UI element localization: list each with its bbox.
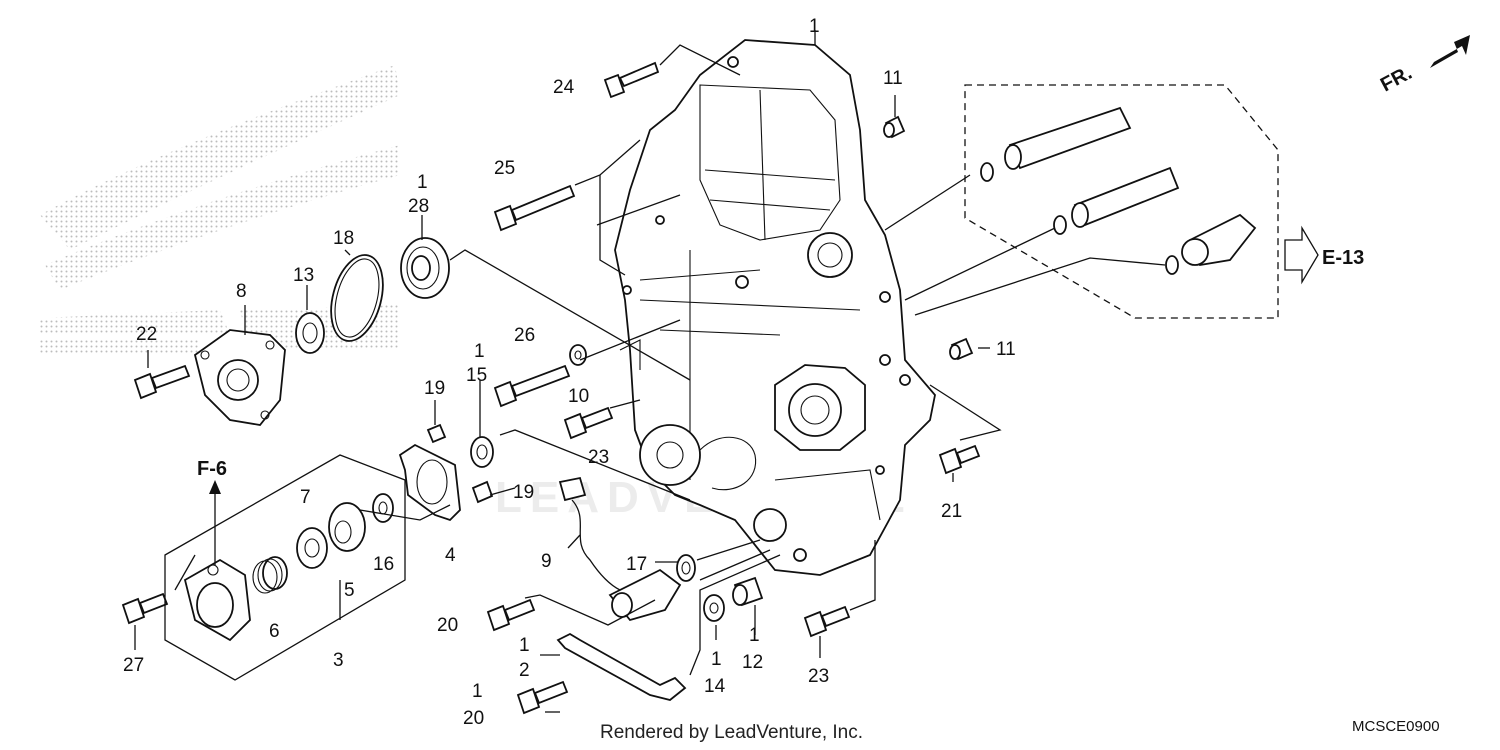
dowel-19-upper: [426, 423, 447, 444]
callout-6[interactable]: 6: [269, 621, 280, 642]
callout-14[interactable]: 14: [704, 676, 726, 697]
callout-1-bearing[interactable]: 1: [417, 172, 428, 193]
callout-23-lower[interactable]: 23: [808, 666, 829, 687]
callout-23-upper[interactable]: 23: [588, 447, 609, 468]
callout-9[interactable]: 9: [541, 551, 552, 572]
leader-lines: [134, 30, 1002, 713]
sensor-9: [558, 476, 682, 622]
bolt-20-lower: [516, 680, 569, 715]
bolt-27: [121, 592, 169, 625]
callout-1-bearing14[interactable]: 1: [711, 649, 722, 670]
bolt-21: [938, 444, 981, 475]
callout-4[interactable]: 4: [445, 545, 456, 566]
callout-21[interactable]: 21: [941, 501, 962, 522]
callout-20-lower[interactable]: 20: [463, 708, 484, 729]
callout-1-bushing[interactable]: 1: [749, 625, 760, 646]
callout-16[interactable]: 16: [373, 554, 394, 575]
dowel-11-lower: [949, 337, 974, 361]
callout-19-lower[interactable]: 19: [513, 482, 534, 503]
callout-12[interactable]: 12: [742, 652, 763, 673]
callout-17[interactable]: 17: [626, 554, 647, 575]
callout-8[interactable]: 8: [236, 281, 247, 302]
callout-10[interactable]: 10: [568, 386, 589, 407]
e13-group-box: [964, 84, 1279, 319]
e13-arrow-icon: [1284, 225, 1319, 285]
callout-19-upper[interactable]: 19: [424, 378, 445, 399]
front-label: FR.: [1377, 62, 1416, 97]
seal-17: [676, 554, 696, 582]
bolt-20-upper: [486, 598, 536, 632]
callout-11-lower[interactable]: 11: [996, 339, 1016, 360]
gasket-4: [398, 443, 461, 522]
callout-11-upper[interactable]: 11: [883, 68, 903, 89]
callout-28[interactable]: 28: [408, 196, 429, 217]
e13-shafts: [980, 106, 1257, 275]
dowel-11-upper: [883, 115, 906, 139]
dowel-19-lower: [471, 480, 494, 504]
diagram-code: MCSCE0900: [1352, 718, 1440, 735]
callout-2[interactable]: 2: [519, 660, 530, 681]
callout-20-upper[interactable]: 20: [437, 615, 458, 636]
bearing-14: [703, 594, 725, 622]
ref-e13[interactable]: E-13: [1322, 247, 1364, 269]
main-cover-part: [614, 39, 936, 576]
bolt-23-lower: [803, 605, 851, 638]
callout-3[interactable]: 3: [333, 650, 344, 671]
callout-7[interactable]: 7: [300, 487, 311, 508]
callout-27[interactable]: 27: [123, 655, 144, 676]
callout-13[interactable]: 13: [293, 265, 314, 286]
pump-body-6: [183, 558, 251, 642]
ref-f6[interactable]: F-6: [197, 458, 227, 480]
callout-22[interactable]: 22: [136, 324, 157, 345]
bearing-16: [372, 493, 394, 523]
callout-18[interactable]: 18: [333, 228, 354, 249]
bushing-12: [732, 576, 764, 607]
seal-13: [295, 312, 325, 354]
callout-26[interactable]: 26: [514, 325, 535, 346]
rotor-5: [328, 502, 366, 552]
credit-text: Rendered by LeadVenture, Inc.: [600, 722, 863, 743]
housing-8: [193, 329, 286, 426]
pump-group-box: [164, 454, 406, 681]
spring-6: [252, 556, 288, 594]
callout-1-cover[interactable]: 1: [809, 16, 820, 37]
washer-10: [569, 344, 587, 366]
clamp-2: [556, 632, 687, 701]
bolt-26: [493, 364, 571, 408]
front-arrow-icon: [1430, 35, 1470, 68]
callout-1-bolt20[interactable]: 1: [472, 681, 483, 702]
bolt-22: [133, 364, 191, 400]
callout-24[interactable]: 24: [553, 77, 575, 98]
bearing-28: [400, 237, 450, 299]
bolt-25: [493, 184, 576, 232]
callout-15[interactable]: 15: [466, 365, 487, 386]
bolt-24: [603, 61, 660, 99]
callout-1-clamp[interactable]: 1: [519, 635, 530, 656]
callout-25[interactable]: 25: [494, 158, 515, 179]
gear-7: [296, 527, 328, 569]
bearing-15: [470, 436, 494, 468]
callout-1-bearing15[interactable]: 1: [474, 341, 485, 362]
f6-arrow-icon: [209, 480, 221, 494]
bolt-23-upper: [563, 406, 614, 440]
callout-5[interactable]: 5: [344, 580, 355, 601]
